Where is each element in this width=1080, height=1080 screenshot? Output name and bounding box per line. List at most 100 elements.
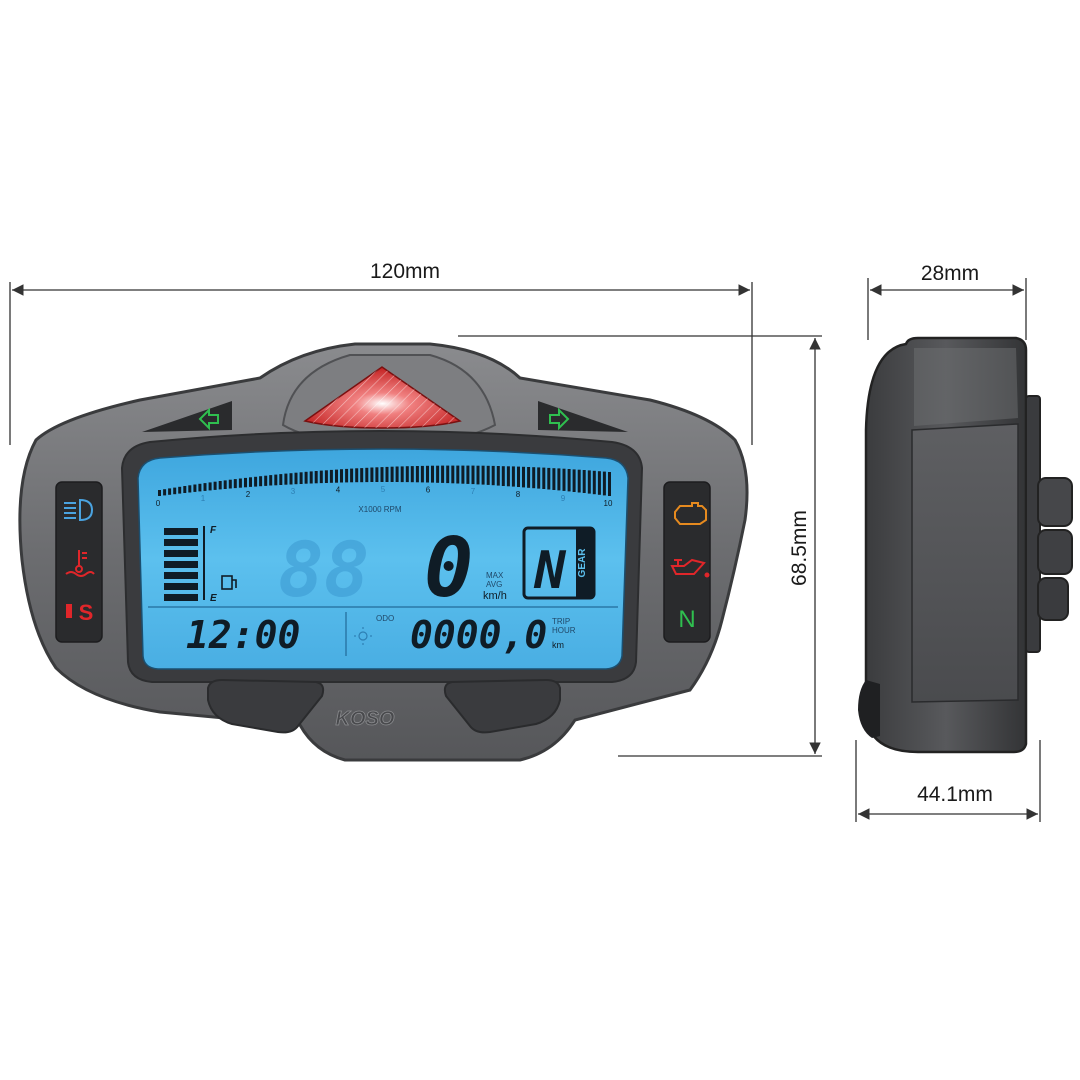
rpm-segment [542, 467, 546, 489]
rpm-segment [486, 465, 490, 485]
rpm-unit-label: X1000 RPM [358, 505, 401, 514]
rpm-tick-label: 4 [336, 486, 341, 495]
height-label: 68.5mm [788, 510, 811, 586]
side-stand-letter: S [79, 600, 94, 625]
rpm-segment [168, 488, 172, 495]
rpm-segment [602, 471, 606, 496]
rpm-segment [355, 468, 359, 483]
rpm-segment [400, 466, 404, 483]
rpm-segment [390, 466, 394, 482]
rpm-segment [395, 466, 399, 482]
rpm-segment [178, 486, 182, 494]
odo-mode-label: TRIP [552, 617, 570, 626]
rpm-segment [274, 474, 278, 486]
rpm-segment [324, 470, 328, 483]
rpm-segment [517, 466, 520, 487]
rpm-segment [481, 465, 485, 485]
rpm-segment [552, 468, 556, 490]
gauge-side-view [858, 336, 1073, 754]
left-button[interactable] [207, 678, 325, 734]
rpm-segment [415, 466, 419, 483]
fuel-full-label: F [210, 525, 217, 536]
rpm-tick-label: 7 [471, 487, 476, 496]
odo-unit: km [552, 640, 564, 650]
side-face [911, 423, 1019, 703]
side-stand-icon: S [66, 600, 93, 625]
rpm-tick-label: 10 [604, 499, 613, 508]
rpm-tick-label: 2 [246, 490, 251, 499]
rpm-segment [532, 467, 536, 489]
rpm-segment [522, 466, 525, 488]
rpm-segment [304, 471, 308, 484]
rpm-segment [158, 490, 161, 496]
rpm-tick-label: 0 [156, 499, 161, 508]
rpm-segment [213, 481, 217, 490]
rpm-segment [511, 466, 515, 487]
rpm-segment [329, 469, 333, 483]
speed-mode-label: AVG [486, 580, 502, 589]
fuel-pump-icon [221, 575, 237, 590]
rpm-segment [279, 474, 283, 485]
rpm-segment [420, 465, 424, 483]
rpm-segment [476, 465, 480, 485]
rpm-tick-label: 5 [381, 485, 386, 494]
rpm-segment [264, 475, 268, 486]
speed-ghost-digits: 88 [278, 525, 370, 614]
rpm-segment [405, 466, 409, 483]
gear-value: N [533, 541, 566, 601]
rpm-tick-label: 1 [201, 494, 206, 503]
width-label: 120mm [370, 260, 440, 283]
right-button[interactable] [443, 678, 561, 734]
dimension-lines [9, 278, 1041, 822]
rpm-segment [567, 469, 571, 492]
check-engine-icon [674, 502, 707, 525]
rpm-segment [537, 467, 541, 489]
brand-logo: KOSO [336, 708, 395, 730]
rpm-segment [198, 483, 202, 492]
lcd-screen [137, 448, 629, 670]
rpm-segment [491, 465, 495, 486]
rpm-segment [461, 465, 465, 484]
neutral-indicator: N [678, 606, 695, 633]
rpm-tick-label: 9 [561, 494, 566, 503]
gear-label: GEAR [577, 548, 588, 578]
rpm-segment [501, 466, 505, 486]
rpm-segment [314, 471, 318, 484]
rpm-segment [228, 479, 232, 489]
side-depth-label: 44.1mm [917, 783, 993, 806]
fuel-gauge: F E [164, 525, 237, 604]
rpm-segment [592, 470, 596, 495]
rpm-segment [345, 468, 349, 483]
rpm-segment [456, 465, 460, 484]
rpm-segment [547, 467, 551, 490]
rpm-segment [577, 469, 581, 493]
rpm-segment [582, 470, 586, 493]
rpm-segment [289, 473, 293, 485]
speed-mode-label: MAX [486, 571, 504, 580]
rpm-segment [350, 468, 354, 483]
rpm-segment [259, 476, 263, 487]
right-indicator-strip [663, 481, 711, 643]
rpm-segment [340, 469, 343, 483]
rpm-segment [294, 472, 298, 485]
coolant-temp-icon [65, 550, 95, 577]
rpm-segment [572, 469, 576, 492]
rpm-segment [431, 465, 434, 483]
rpm-segment [309, 471, 313, 484]
rpm-bar [158, 465, 611, 496]
rpm-segment [299, 472, 303, 484]
rpm-segment [238, 478, 242, 488]
oil-pressure-icon [670, 558, 710, 578]
rpm-segment [203, 483, 207, 491]
odo-label: ODO [376, 614, 394, 623]
fuel-empty-label: E [210, 593, 217, 604]
rpm-segment [587, 470, 591, 494]
rpm-segment [284, 473, 288, 485]
rpm-segment [471, 465, 475, 485]
rpm-segment [254, 476, 258, 487]
odometer: 0000,0 [410, 613, 547, 657]
rpm-segment [244, 477, 247, 488]
rpm-tick-label: 3 [291, 487, 296, 496]
